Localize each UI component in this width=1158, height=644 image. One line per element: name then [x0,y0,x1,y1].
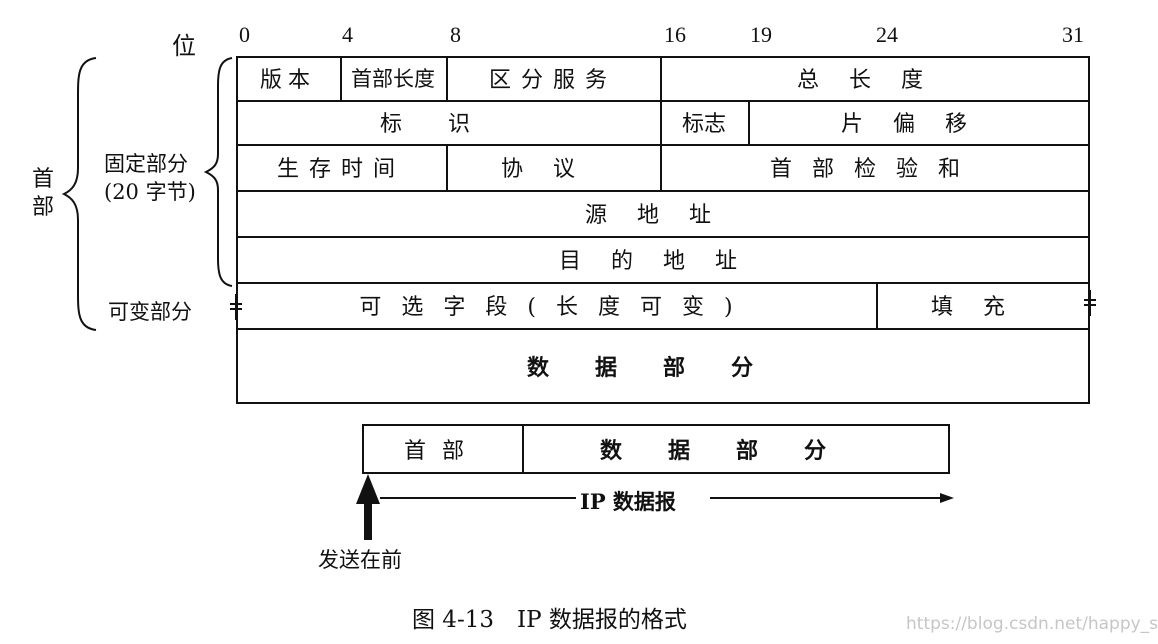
ttl-field: 生存时间 [276,157,405,182]
options-field: 可选字段(长度可变) [359,295,753,320]
packet-summary-box: 首部 数据部分 [362,424,950,474]
identification-field: 标识 [379,112,516,137]
ip-header-table: 版本 首部长度 区分服务 总长度 标识 标志 片偏移 生存时间 协议 首部检验和… [236,56,1090,404]
fixed-part-size-label: (20 字节) [104,180,196,204]
differentiated-services-field: 区分服务 [488,68,617,93]
packet-header-cell: 首部 [403,439,480,464]
protocol-field: 协议 [500,157,605,182]
fragment-offset-field: 片偏移 [840,112,997,137]
bit-tick-19: 19 [750,22,772,47]
header-label: 首 部 [32,167,55,220]
source-address-field: 源地址 [584,203,741,228]
variable-part-label: 可变部分 [108,300,192,324]
datagram-label: IP 数据报 [580,489,676,514]
version-field: 版本 [259,68,316,93]
watermark: https://blog.csdn.net/happy_single [906,614,1158,634]
figure-caption: 图 4-13 IP 数据报的格式 [412,607,687,633]
padding-field: 填充 [930,295,1035,320]
data-field: 数据部分 [526,355,799,381]
bit-tick-8: 8 [450,22,461,47]
bit-tick-31: 31 [1062,22,1084,47]
datagram-arrow [356,474,954,540]
flags-field: 标志 [681,112,726,137]
header-checksum-field: 首部检验和 [769,157,980,182]
bit-tick-16: 16 [664,22,686,47]
bit-label: 位 [172,32,196,60]
bit-tick-0: 0 [239,22,250,47]
variable-part-right-marker [1084,290,1096,316]
bit-tick-4: 4 [342,22,353,47]
packet-data-cell: 数据部分 [599,438,872,464]
header-length-field: 首部长度 [351,67,435,91]
fixed-part-brace [203,57,233,287]
sent-first-label: 发送在前 [318,548,402,572]
destination-address-field: 目的地址 [558,249,767,274]
fixed-part-label: 固定部分 [104,152,188,176]
header-brace [61,57,97,331]
variable-part-left-marker [230,294,242,320]
bit-tick-24: 24 [876,22,898,47]
total-length-field: 总长度 [796,68,953,93]
